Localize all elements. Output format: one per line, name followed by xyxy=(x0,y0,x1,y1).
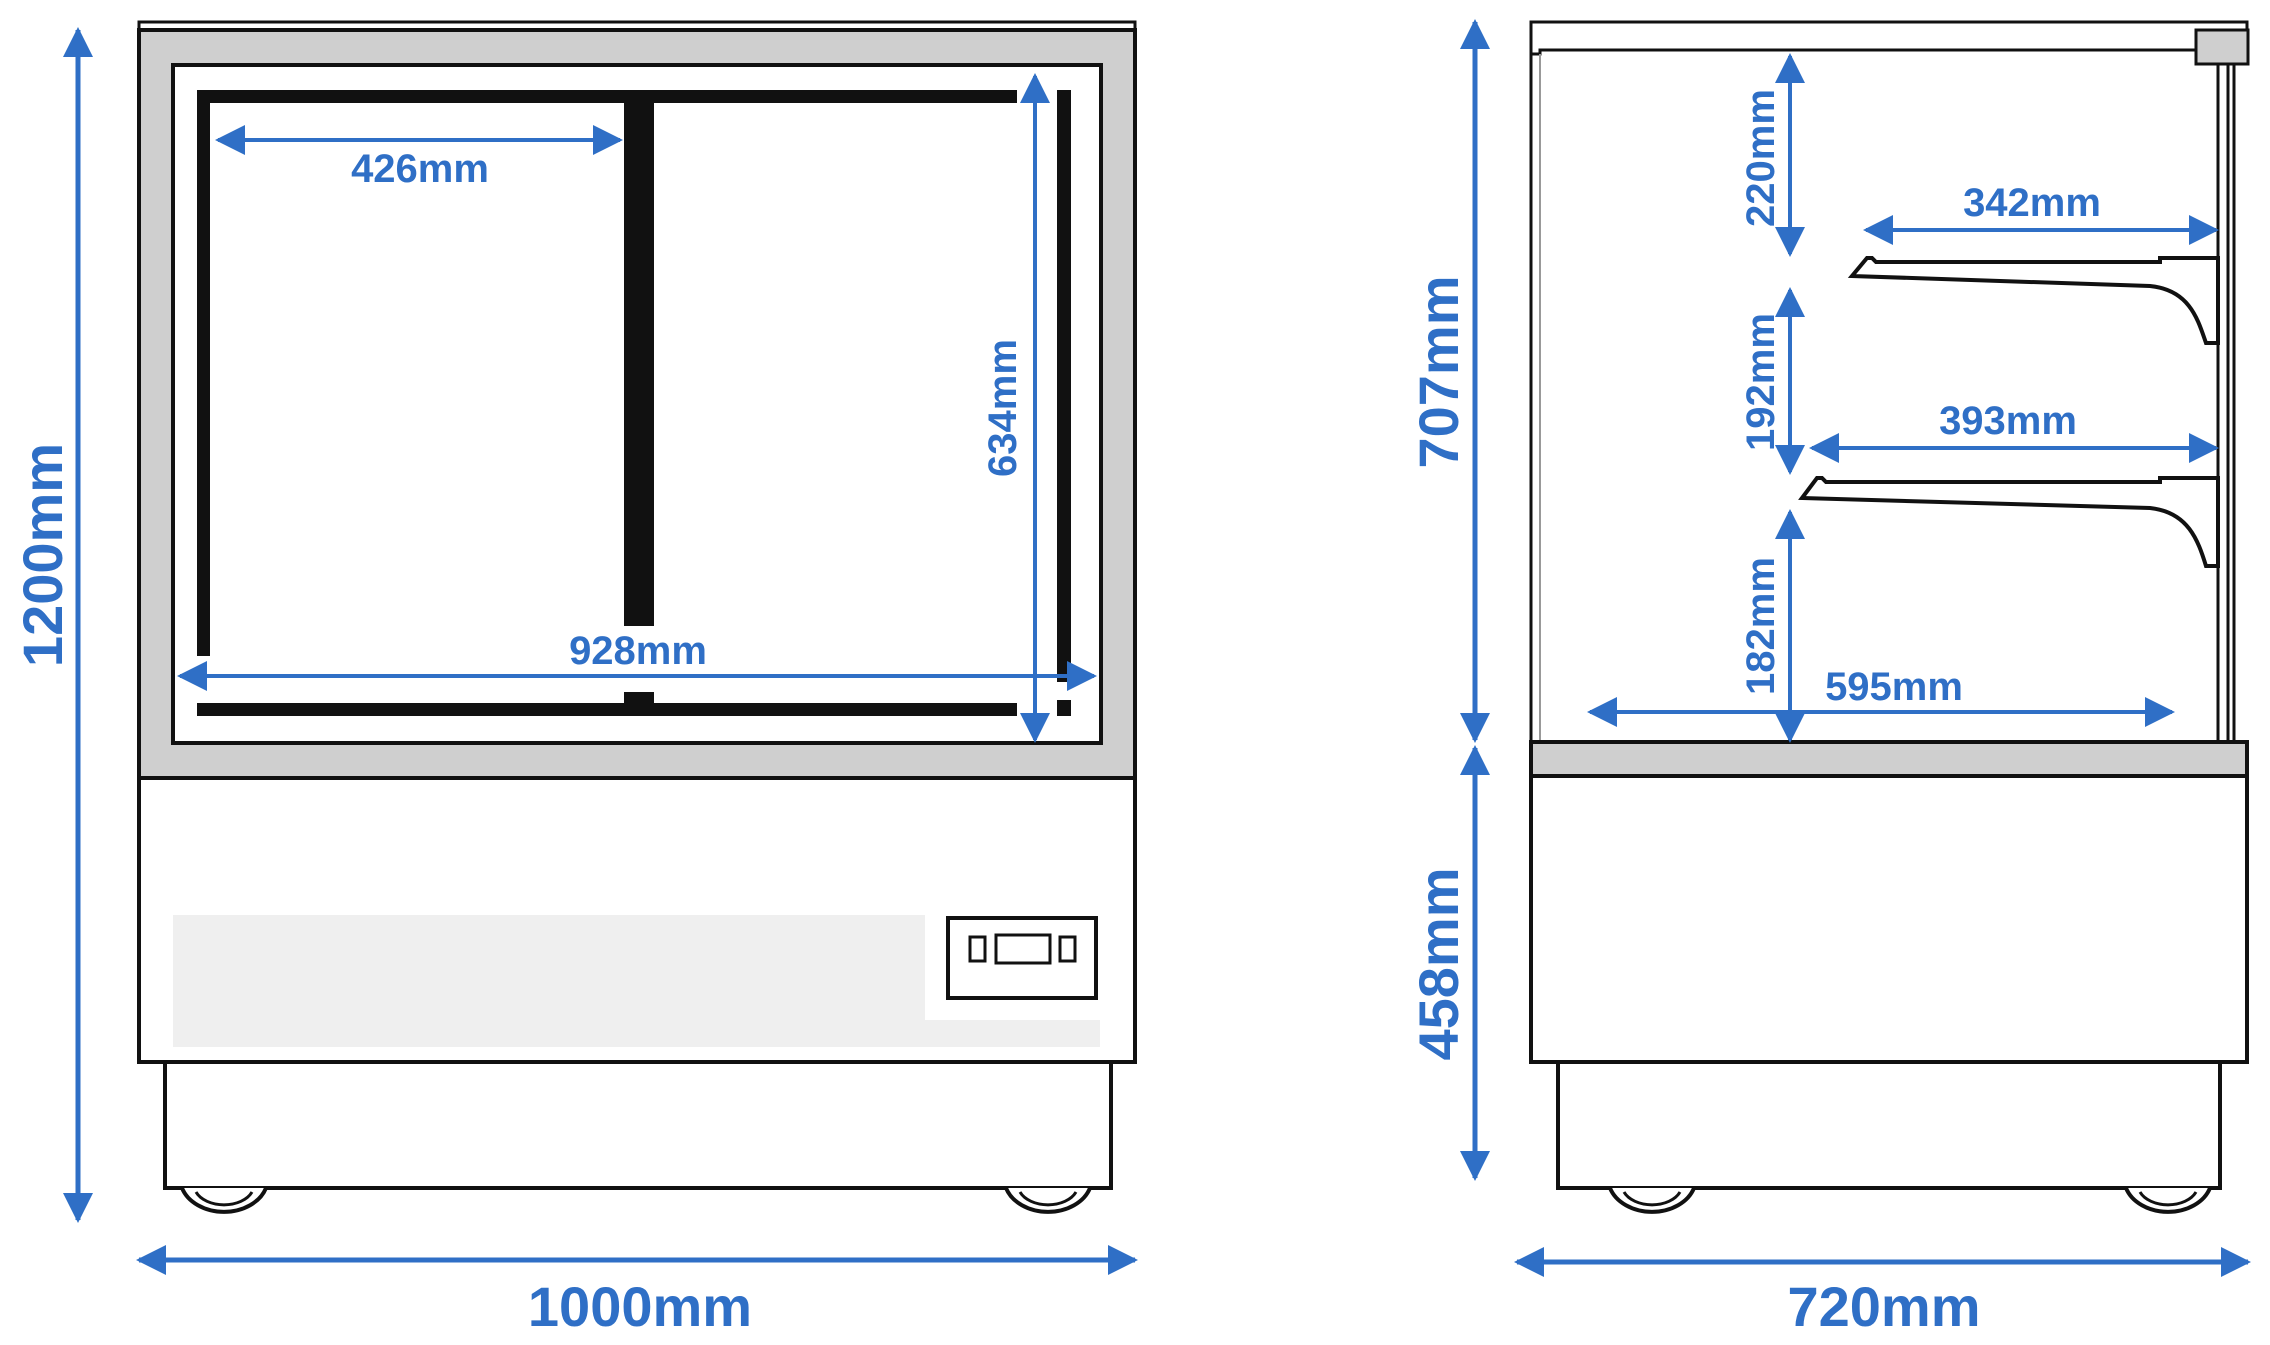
side-caster-right xyxy=(2124,1187,2212,1214)
label-inner-height: 634mm xyxy=(981,339,1025,477)
label-front-width: 1000mm xyxy=(528,1275,752,1338)
dimension-lines xyxy=(63,18,2251,1277)
door-left-stile xyxy=(197,90,210,656)
label-floor-depth: 595mm xyxy=(1825,665,1963,709)
label-front-height: 1200mm xyxy=(11,443,74,667)
front-vent-panel-ext xyxy=(925,1020,1100,1047)
control-button-right xyxy=(1058,935,1077,963)
door-right-stile xyxy=(1057,90,1071,682)
door-center-stile xyxy=(624,90,654,626)
label-bottom-gap: 182mm xyxy=(1739,557,1783,695)
label-display-height: 707mm xyxy=(1407,275,1470,468)
control-panel xyxy=(946,916,1098,1000)
front-base xyxy=(163,1060,1113,1190)
label-inner-width: 928mm xyxy=(569,629,707,673)
door-center-stile-foot xyxy=(624,692,654,716)
side-display-floor xyxy=(1529,740,2249,778)
side-caster-left xyxy=(1608,1187,1696,1214)
label-side-depth: 720mm xyxy=(1787,1275,1980,1338)
dimension-labels: 1200mm 1000mm 928mm 426mm 634mm 707mm 45… xyxy=(11,89,2101,1338)
front-vent-panel xyxy=(173,915,925,1047)
door-rail-bottom xyxy=(197,703,1017,716)
side-shelf-middle xyxy=(1798,476,2220,568)
label-mid-gap: 192mm xyxy=(1739,313,1783,451)
side-view xyxy=(1529,20,2250,1214)
label-mid-shelf: 393mm xyxy=(1939,399,2077,443)
side-shelf-top xyxy=(1847,256,2220,345)
label-top-gap: 220mm xyxy=(1739,89,1783,227)
sliding-doors xyxy=(197,90,1071,716)
side-front-glass xyxy=(2216,62,2230,744)
front-caster-left xyxy=(180,1187,268,1214)
label-door-width: 426mm xyxy=(351,147,489,191)
front-caster-right xyxy=(1004,1187,1092,1214)
door-rail-top xyxy=(197,90,1017,103)
side-top-corner xyxy=(2194,28,2250,66)
door-right-stile-foot xyxy=(1057,700,1071,716)
side-cabinet xyxy=(1529,774,2249,1064)
side-base xyxy=(1556,1060,2222,1190)
control-display xyxy=(994,933,1052,965)
control-button-left xyxy=(968,935,987,963)
front-view xyxy=(137,20,1137,1214)
side-top-panel xyxy=(1529,20,2249,56)
label-top-shelf: 342mm xyxy=(1963,181,2101,225)
label-base-height: 458mm xyxy=(1407,867,1470,1060)
